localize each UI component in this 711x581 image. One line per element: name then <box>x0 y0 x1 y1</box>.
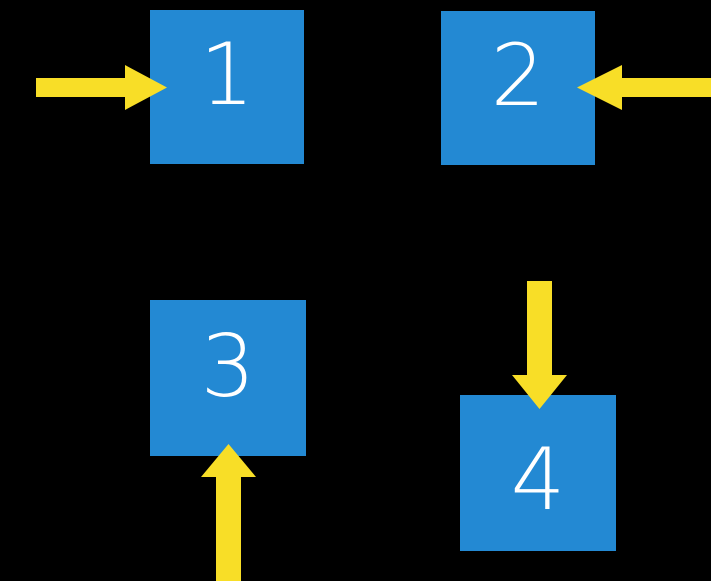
node-box-3[interactable]: 3 <box>150 300 306 456</box>
node-label-4: 4 <box>510 430 566 530</box>
arrow-up-into-node-3-icon <box>201 444 256 581</box>
arrow-left-into-node-2-icon <box>577 65 711 110</box>
node-label-1: 1 <box>199 25 255 125</box>
node-box-1[interactable]: 1 <box>150 10 304 164</box>
node-label-2: 2 <box>490 26 546 126</box>
arrow-down-into-node-4-icon <box>512 281 567 409</box>
node-box-4[interactable]: 4 <box>460 395 616 551</box>
node-label-3: 3 <box>200 317 256 417</box>
node-box-2[interactable]: 2 <box>441 11 595 165</box>
arrow-right-into-node-1-icon <box>36 65 167 110</box>
